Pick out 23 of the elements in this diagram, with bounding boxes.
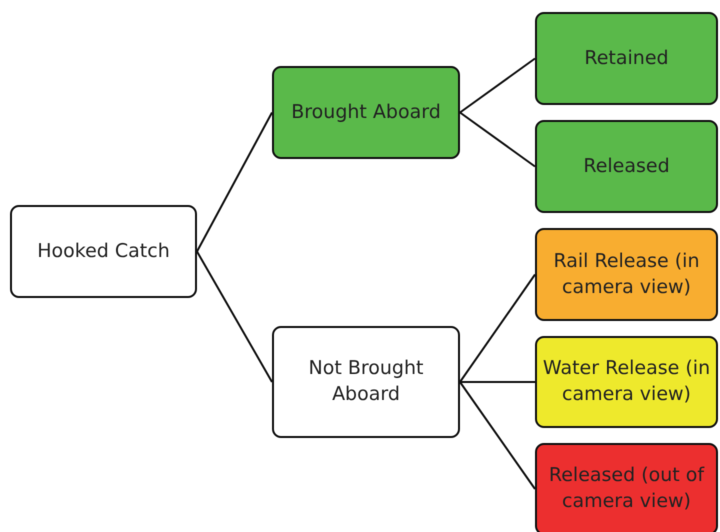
- box-label: Hooked Catch: [37, 238, 170, 264]
- box-label: Brought Aboard: [291, 100, 441, 125]
- box-label: Water Release (in camera view): [542, 356, 712, 407]
- category-box: [535, 228, 718, 321]
- connector-line: [196, 112, 273, 252]
- category-box: [272, 326, 460, 438]
- connector-line: [459, 274, 536, 383]
- category-box: [535, 443, 718, 532]
- connector-line: [460, 381, 535, 383]
- category-box: [535, 336, 718, 428]
- box-label: Rail Release (in camera view): [552, 248, 701, 300]
- box-label: Released (out of camera view): [548, 463, 706, 514]
- box-label: Released: [583, 154, 670, 179]
- category-box: [10, 205, 197, 298]
- connector-line: [459, 112, 536, 168]
- connector-line: [459, 381, 536, 490]
- connector-line: [196, 251, 273, 382]
- box-label: Not Brought Aboard: [308, 356, 424, 407]
- connector-line: [459, 58, 536, 114]
- category-box: [272, 66, 460, 159]
- category-box: [535, 120, 718, 213]
- box-label: Retained: [584, 46, 669, 71]
- category-box: [535, 12, 718, 105]
